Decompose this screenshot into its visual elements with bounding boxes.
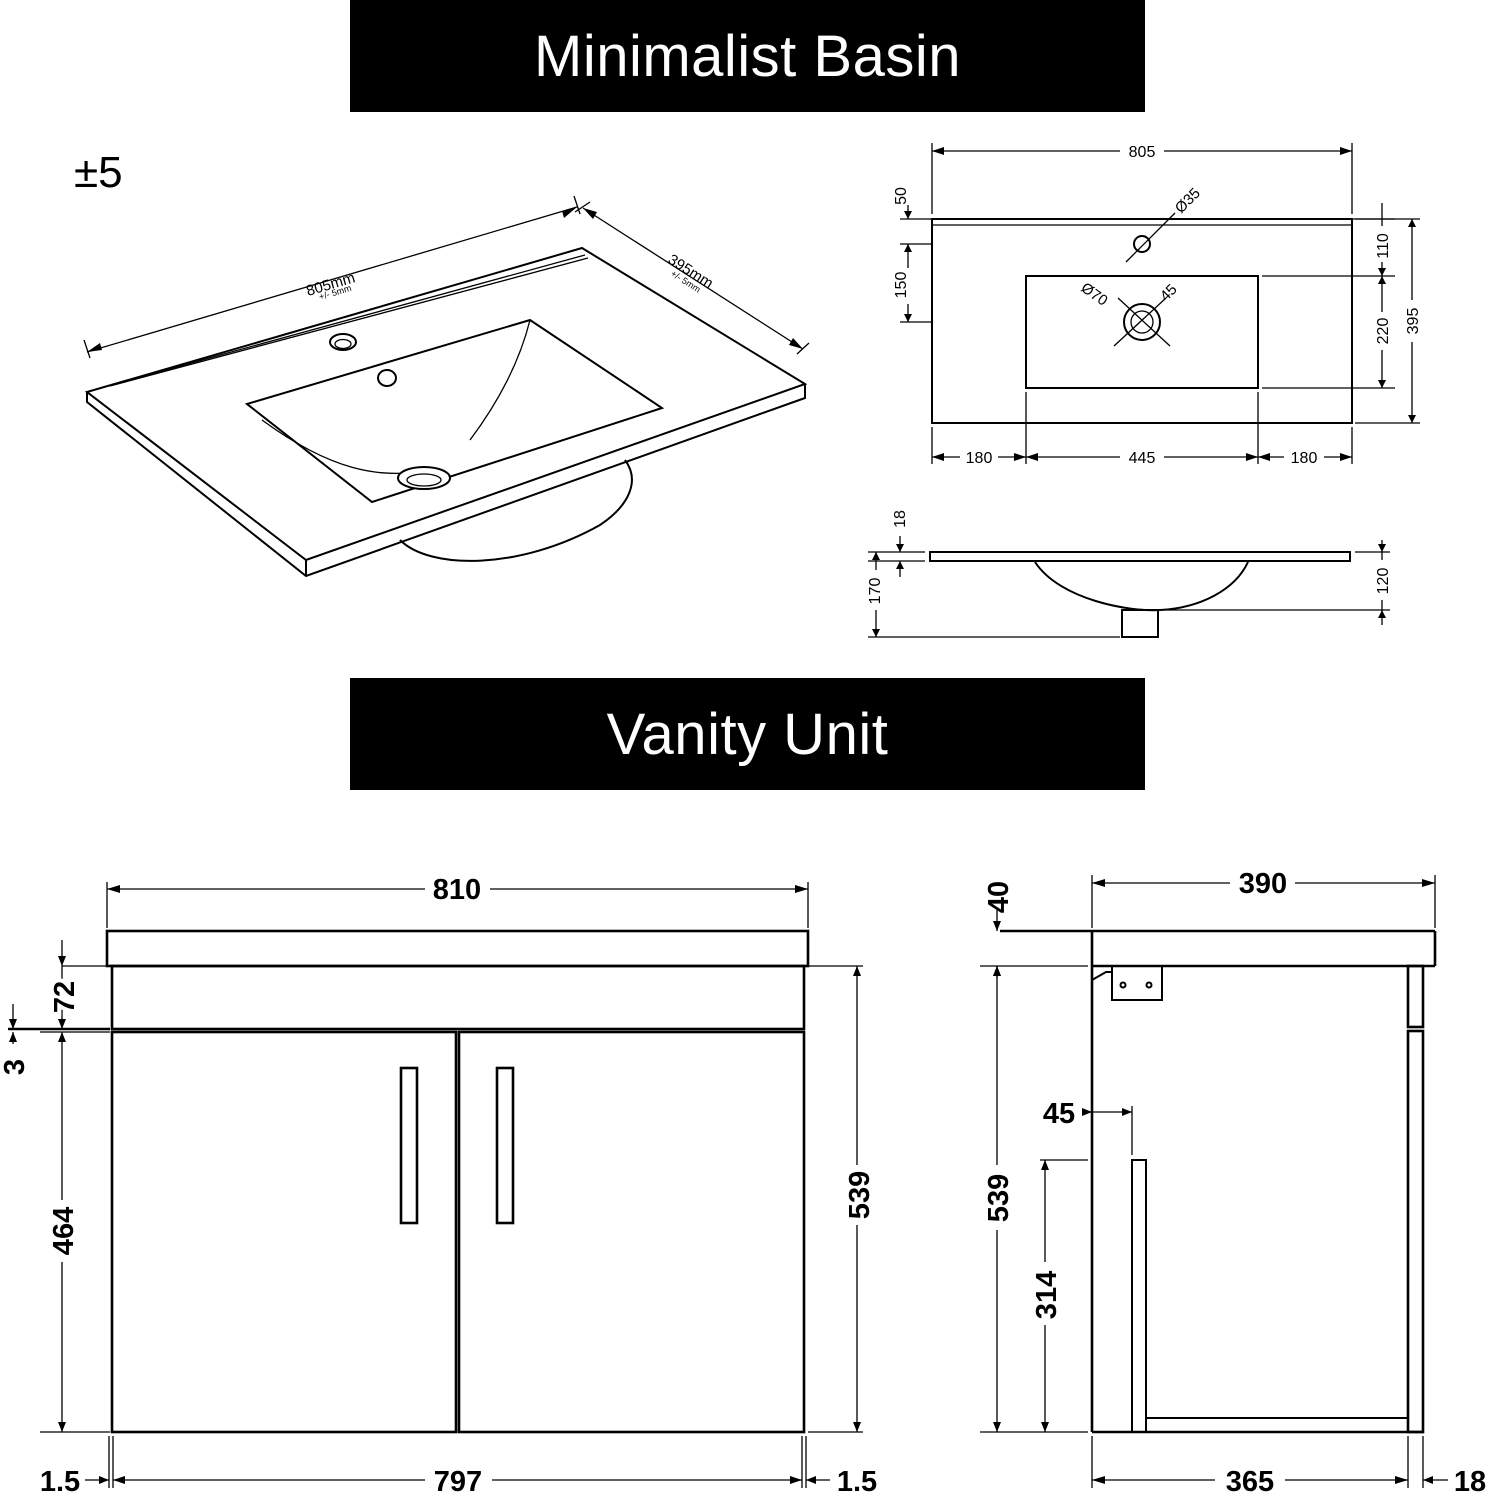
dim-left-margin: 180 xyxy=(966,450,993,467)
basin-isometric-view: 805mm +/- 5mm 395mm +/- 5mm xyxy=(83,195,810,578)
dim-line-depth xyxy=(582,207,804,350)
dim-cutout-offset: 45 xyxy=(1043,1098,1075,1130)
dim-right-side: 1.5 xyxy=(837,1466,877,1498)
dim-lower-height: 314 xyxy=(1031,1271,1063,1319)
vanity-side-view: 390 40 539 45 314 36 xyxy=(980,868,1486,1498)
dim-top-depth: 395 xyxy=(1405,308,1422,335)
dim-tap-to-bowl: 110 xyxy=(1375,233,1392,259)
dim-top-width: 805 xyxy=(1129,144,1156,161)
waste-profile xyxy=(1121,609,1159,638)
dim-door-height: 464 xyxy=(48,1207,80,1255)
dim-vanity-height: 539 xyxy=(844,1171,876,1219)
arrow xyxy=(583,208,597,219)
tap-hole xyxy=(329,333,357,351)
basin-slab-profile xyxy=(929,551,1351,562)
waste-outlet xyxy=(1123,303,1161,341)
basin-back-line xyxy=(99,254,586,389)
arrow xyxy=(789,338,803,349)
dim-drawer-height: 72 xyxy=(49,981,81,1013)
dim-door-thickness: 18 xyxy=(1454,1466,1486,1498)
basin-back-line-2 xyxy=(109,257,589,387)
bowl-profile xyxy=(1034,561,1249,612)
waste-outlet-inner xyxy=(1130,310,1154,334)
dim-tap-hole: Ø35 xyxy=(1172,185,1204,217)
drawer-front xyxy=(110,964,806,1031)
dim-side-height: 539 xyxy=(983,1174,1015,1222)
dim-basin-height: 170 xyxy=(867,578,884,605)
dim-side-depth: 390 xyxy=(1239,868,1287,900)
bowl-outline xyxy=(1025,275,1259,389)
svg-text:72: 72 xyxy=(49,981,81,1013)
left-door xyxy=(110,1030,458,1434)
vanity-section-title: Vanity Unit xyxy=(350,678,1145,790)
cutout-panel xyxy=(1131,1159,1147,1433)
arrow xyxy=(87,343,102,352)
dim-angle: 45 xyxy=(1157,281,1181,305)
basin-top-view: 805 Ø35 Ø70 45 50 150 110 220 xyxy=(893,143,1422,467)
dim-inner-width: 797 xyxy=(434,1466,482,1498)
right-handle xyxy=(495,1066,515,1225)
dim-right-margin: 180 xyxy=(1291,450,1318,467)
wall-bracket xyxy=(1111,965,1163,1001)
dim-bowl-depth: 220 xyxy=(1375,318,1392,345)
overflow-hole xyxy=(377,369,397,387)
left-handle xyxy=(399,1066,419,1225)
dim-side-inner: 365 xyxy=(1226,1466,1274,1498)
door-edge xyxy=(1406,1029,1425,1434)
basin-section-title: Minimalist Basin xyxy=(350,0,1145,112)
vanity-front-view: 810 72 72 3 464 539 1.5 xyxy=(0,874,877,1498)
bowl-underside xyxy=(399,459,633,562)
dim-bowl-height: 120 xyxy=(1375,568,1392,595)
dim-left-side: 1.5 xyxy=(40,1466,80,1498)
bowl-curve-2 xyxy=(469,319,531,441)
dim-top-to-bowl: 150 xyxy=(893,272,910,299)
basin-side-view: 18 170 120 xyxy=(867,510,1392,638)
bowl-opening xyxy=(244,318,665,504)
dim-bowl-width: 445 xyxy=(1129,450,1156,467)
basin-outline xyxy=(931,218,1353,424)
basin-top-profile xyxy=(105,929,810,968)
tolerance-label: ±5 xyxy=(74,148,123,197)
arrow xyxy=(562,207,577,218)
dim-vanity-width: 810 xyxy=(433,874,481,906)
tap-hole-inner xyxy=(334,338,352,350)
right-door xyxy=(457,1030,806,1434)
dim-top-thickness: 40 xyxy=(983,881,1015,913)
dim-slab-thickness: 18 xyxy=(892,510,909,528)
drawer-front-edge xyxy=(1406,964,1425,1029)
dim-gap: 3 xyxy=(0,1059,31,1075)
dim-top-edge: 50 xyxy=(893,187,910,205)
waste-outlet-inner xyxy=(406,473,442,487)
dim-line-width xyxy=(86,206,578,353)
dim-waste: Ø70 xyxy=(1078,279,1111,309)
tap-hole xyxy=(1133,235,1151,253)
